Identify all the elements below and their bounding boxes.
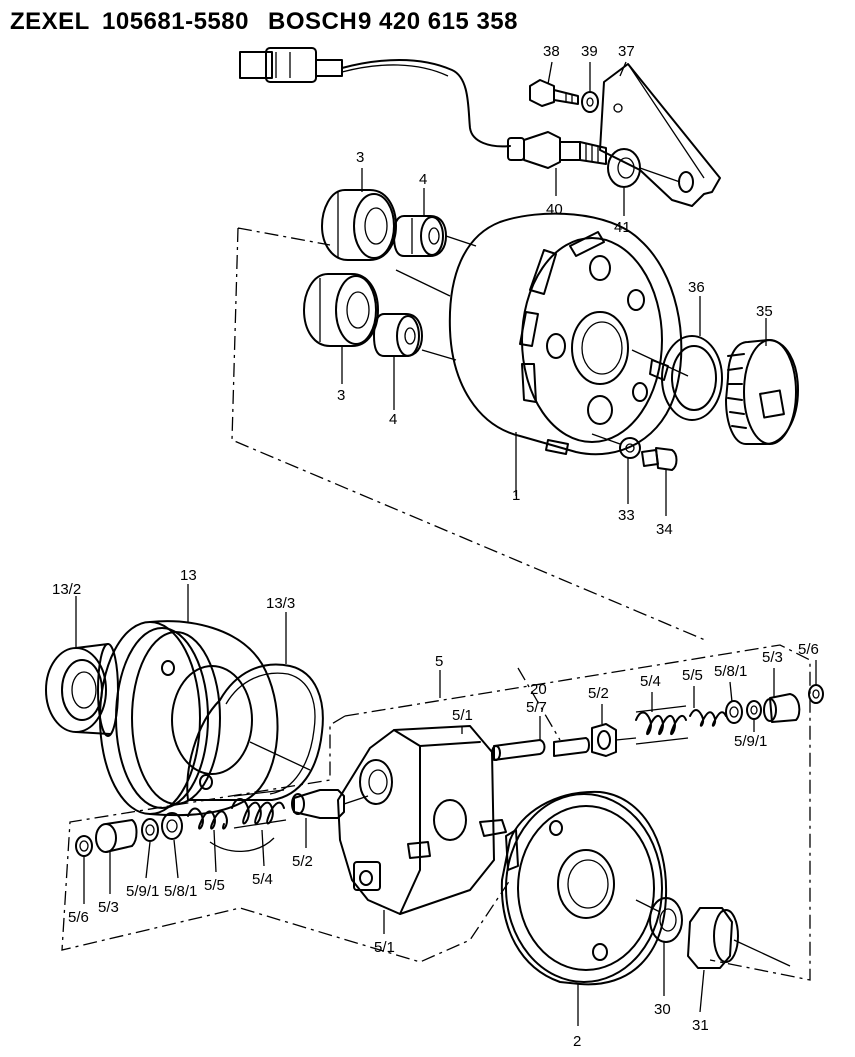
screw-34 xyxy=(641,447,678,471)
bracket-37 xyxy=(599,63,721,207)
washer-5-9-1-left xyxy=(141,818,159,842)
spring-5-5-right xyxy=(689,709,727,727)
callout-13: 13 xyxy=(180,567,197,584)
leader-lines xyxy=(75,61,817,1026)
sensor-connector xyxy=(239,47,511,148)
callout-5-5-left: 5/5 xyxy=(204,877,225,894)
callout-37: 37 xyxy=(618,43,635,60)
axis-line-31 xyxy=(733,939,791,967)
callout-33: 33 xyxy=(618,507,635,524)
callout-5-9-1-right: 5/9/1 xyxy=(734,733,767,750)
axis-line-3-lower xyxy=(395,269,451,297)
clip-5-6-left xyxy=(75,835,93,857)
housing-1 xyxy=(448,212,689,456)
callout-4-lower: 4 xyxy=(389,411,397,428)
cap-5-3-left xyxy=(95,819,138,853)
callout-5-6-left: 5/6 xyxy=(68,909,89,926)
valve-5-2-right xyxy=(591,723,637,757)
zexel-part-number: 105681-5580 xyxy=(102,8,249,35)
washer-5-8-1-right xyxy=(725,700,743,724)
callout-5-8-1-left: 5/8/1 xyxy=(164,883,197,900)
pulley-13 xyxy=(99,620,279,817)
clip-arc-5-4 xyxy=(209,837,275,853)
plug-35 xyxy=(725,339,799,445)
callout-35: 35 xyxy=(756,303,773,320)
callout-39: 39 xyxy=(581,43,598,60)
callout-38: 38 xyxy=(543,43,560,60)
pin-20 xyxy=(491,739,546,761)
sensor-40 xyxy=(507,131,607,169)
washer-33 xyxy=(619,437,641,459)
valve-body-5-1 xyxy=(337,725,507,915)
callout-4-upper: 4 xyxy=(419,171,427,188)
callout-3-lower: 3 xyxy=(337,387,345,404)
callout-13-3: 13/3 xyxy=(266,595,295,612)
callout-34: 34 xyxy=(656,521,673,538)
callout-5-9-1-left: 5/9/1 xyxy=(126,883,159,900)
bosch-part-number: 9 420 615 358 xyxy=(358,8,518,35)
axis-line-30 xyxy=(635,899,661,913)
axis-line-5-2 xyxy=(343,795,369,805)
axis-line-33 xyxy=(591,433,621,445)
callout-5-3-right: 5/3 xyxy=(762,649,783,666)
callout-5-7: 5/7 xyxy=(526,699,547,716)
callout-5-3-left: 5/3 xyxy=(98,899,119,916)
callout-5-6-right: 5/6 xyxy=(798,641,819,658)
callout-40: 40 xyxy=(546,201,563,218)
callout-5-1-lower: 5/1 xyxy=(374,939,395,956)
upper-assembly-boundary xyxy=(231,227,706,641)
screw-38 xyxy=(529,79,579,107)
callout-2: 2 xyxy=(573,1033,581,1050)
callout-5-2-left: 5/2 xyxy=(292,853,313,870)
pin-5-7 xyxy=(553,737,590,757)
plug-3-upper xyxy=(321,189,397,261)
bearing-13-2 xyxy=(45,643,119,737)
callout-41: 41 xyxy=(614,219,631,236)
axis-line-13 xyxy=(249,741,311,771)
brand-bosch: BOSCH xyxy=(268,8,358,35)
callout-13-2: 13/2 xyxy=(52,581,81,598)
callout-5-8-1-right: 5/8/1 xyxy=(714,663,747,680)
callout-5-4-left: 5/4 xyxy=(252,871,273,888)
callout-3-upper: 3 xyxy=(356,149,364,166)
cap-5-3-right xyxy=(763,693,801,723)
insert-4-lower xyxy=(373,313,423,357)
lower-assembly-boundary xyxy=(61,644,811,981)
clip-5-6-right xyxy=(808,684,824,704)
spring-5-4-right xyxy=(635,705,689,745)
frame-link-20 xyxy=(517,667,561,741)
seal-ring-36 xyxy=(661,335,723,421)
callout-5-1-upper: 5/1 xyxy=(452,707,473,724)
axis-line-41 xyxy=(639,167,681,183)
callout-5-2-right: 5/2 xyxy=(588,685,609,702)
spring-5-5-left xyxy=(187,807,228,830)
washer-5-8-1-left xyxy=(161,812,183,840)
brand-zexel: ZEXEL xyxy=(10,8,90,35)
callout-36: 36 xyxy=(688,279,705,296)
nut-31 xyxy=(687,907,739,969)
callout-labels: 38 39 37 40 41 3 4 3 4 36 35 1 33 34 13/… xyxy=(52,43,819,1050)
washer-39 xyxy=(581,91,599,113)
callout-5-5-right: 5/5 xyxy=(682,667,703,684)
callout-31: 31 xyxy=(692,1017,709,1034)
belt-13-3 xyxy=(186,663,324,801)
spring-5-4-left xyxy=(231,789,287,829)
callout-20: 20 xyxy=(530,681,547,698)
axis-line-4-lower xyxy=(421,349,457,361)
plug-3-lower xyxy=(303,273,379,347)
cover-2 xyxy=(500,790,668,986)
callout-5: 5 xyxy=(435,653,443,670)
washer-5-9-1-right xyxy=(746,700,762,720)
washer-30 xyxy=(649,897,683,943)
drawing-header: ZEXEL 105681-5580 BOSCH 9 420 615 358 xyxy=(10,8,850,42)
callout-30: 30 xyxy=(654,1001,671,1018)
callout-1: 1 xyxy=(512,487,520,504)
valve-5-2-left xyxy=(291,789,345,819)
insert-4-upper xyxy=(393,215,447,257)
callout-5-4-right: 5/4 xyxy=(640,673,661,690)
